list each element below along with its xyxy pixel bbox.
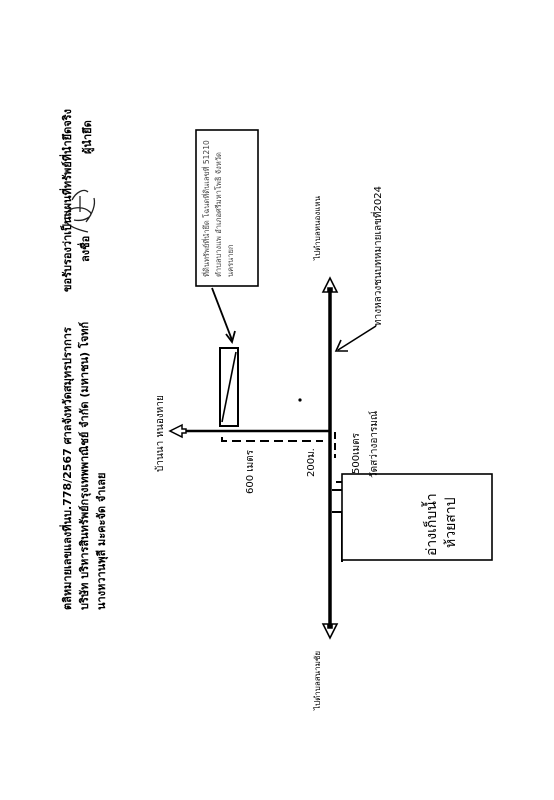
arrow-left-icon [168,423,187,439]
highway-pointer-head [334,339,348,352]
note-box [195,129,259,287]
distance-200-label: 200ม. [306,448,317,477]
note-pointer [211,287,233,341]
highway-pointer [337,325,377,351]
arrow-up-icon [321,276,339,293]
property-parcel [219,347,239,427]
distance-500-label: 500เมตร [351,433,362,474]
note-box-text: ที่ดินทรัพย์ที่นำยึด โฉนดที่ดินเลขที่ 51… [202,140,235,277]
certification-statement: ขอรับรองว่าเป็นแผนที่ทรัพย์ที่นำยึดจริง [61,109,74,292]
destination-top: ไปตำบลหนองแหน [313,195,322,260]
note-pointer-head [225,330,236,345]
reservoir-label-1: อ่างเก็บน้ำ [424,493,440,556]
role-label: ผู้นำยึด [81,120,94,154]
parties-defendant-line: นางหวานพุลี มะคะจัด จำเลย [95,472,108,610]
temple-label: วัดสว่างอารมณ์ [369,410,380,478]
dist-600-guide [221,437,323,442]
destination-bottom: ไปตำบลสนามชัย [313,650,322,710]
distance-600-label: 600 เมตร [245,449,256,494]
highway-label: ทางหลวงชนบทหมายเลขที่2024 [373,186,384,326]
arrow-down-icon [321,623,339,640]
reservoir-area [341,473,493,561]
signature-mark [64,189,96,233]
parties-plaintiff-line: บริษัท บริหารสินทรัพย์กรุงเทพพาณิชย์ จำก… [78,321,91,610]
map-dot [298,398,302,402]
sign-label: ลงชื่อ [79,235,92,262]
reservoir-label-2: ห้วยสาป [443,497,459,548]
case-number-line: ตลิหมายเลขแลงที่นบ.778/2567 ศาลจังหวัดสม… [61,327,74,610]
reservoir-road [332,511,343,562]
village-label: บ้านนา หนองหาย [155,395,166,472]
